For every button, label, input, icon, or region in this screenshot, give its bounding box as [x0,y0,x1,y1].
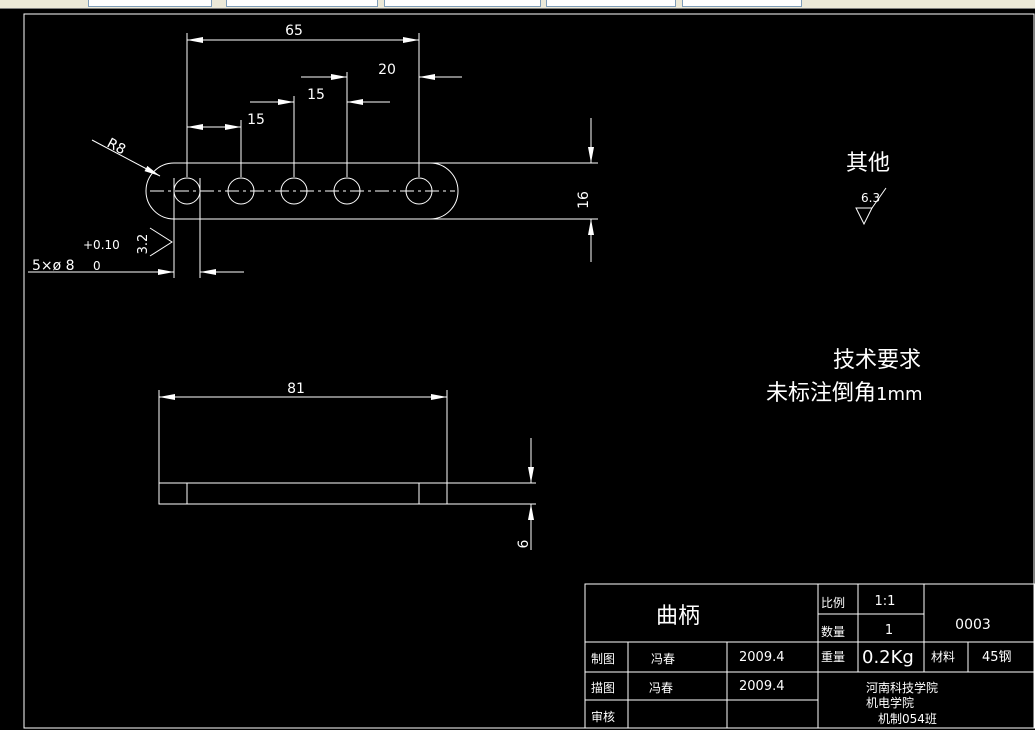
toolbar-dropdown-5[interactable] [682,0,802,7]
drawn-label: 制图 [591,652,615,666]
dim-text-15-lower: 15 [247,112,265,128]
traced-date: 2009.4 [739,679,785,694]
drawing-number: 0003 [955,617,991,633]
dim-text-tolerance-zero: 0 [93,259,101,273]
roughness-symbol-other [855,207,873,226]
school-line-3: 机制054班 [878,712,937,726]
drawn-name: 冯春 [651,652,675,666]
part-name: 曲柄 [656,604,700,629]
toolbar-dropdown-4[interactable] [546,0,676,7]
part-outline-side-view [158,482,448,505]
school-line-1: 河南科技学院 [866,680,938,695]
quantity-value: 1 [885,623,893,638]
tech-requirements-title: 技术要求 [833,348,921,373]
dim-text-tolerance: +0.10 [83,238,120,252]
traced-name: 冯春 [649,681,673,695]
toolbar-strip [0,0,1035,9]
title-block [584,583,1035,729]
weight-label: 重量 [821,650,845,664]
tech-note: 未标注倒角1mm [766,381,923,406]
roughness-value: 6.3 [861,191,880,205]
dim-text-r8: R8 [104,135,128,158]
dim-text-holes: 5×ø 8 [32,258,75,274]
material-value: 45钢 [982,650,1012,665]
traced-label: 描图 [591,681,615,695]
scale-label: 比例 [821,596,845,610]
material-label: 材料 [931,650,955,664]
radius-leader [91,139,161,177]
dim-text-20: 20 [378,62,396,78]
other-title: 其他 [846,151,890,176]
roughness-symbol-hole [149,227,173,257]
drawn-date: 2009.4 [739,650,785,665]
drawing-border [23,13,1035,729]
dim-text-81: 81 [287,381,305,397]
dim-text-15-upper: 15 [307,87,325,103]
scale-value: 1:1 [875,594,896,609]
dim-text-65: 65 [285,23,303,39]
quantity-label: 数量 [821,624,845,639]
weight-value: 0.2Kg [862,647,914,668]
toolbar-dropdown-2[interactable] [226,0,378,7]
dim-text-6: 6 [516,539,532,548]
drawing-canvas[interactable]: 65 20 15 15 R8 16 3.2 +0.10 0 5×ø 8 81 6… [0,8,1035,730]
toolbar-dropdown-3[interactable] [384,0,541,7]
school-line-2: 机电学院 [866,695,914,710]
dim-text-16: 16 [576,191,592,209]
toolbar-dropdown-1[interactable] [88,0,212,7]
checked-label: 审核 [591,709,615,724]
dim-text-3-2: 3.2 [136,234,151,255]
